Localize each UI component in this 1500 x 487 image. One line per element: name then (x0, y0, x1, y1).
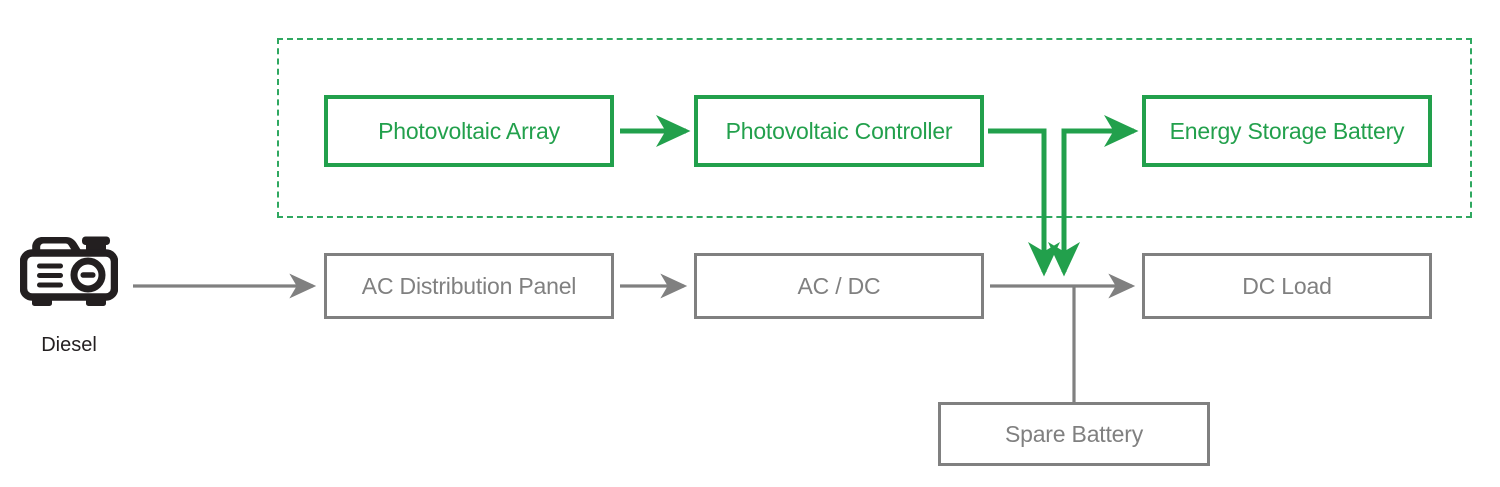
node-photovoltaic-controller[interactable]: Photovoltaic Controller (694, 95, 984, 167)
node-label: DC Load (1242, 272, 1332, 299)
diesel-generator-caption: Diesel (41, 334, 97, 356)
node-ac-distribution-panel[interactable]: AC Distribution Panel (324, 253, 614, 319)
diesel-generator-icon (19, 233, 119, 311)
node-dc-load[interactable]: DC Load (1142, 253, 1432, 319)
node-label: Spare Battery (1004, 420, 1144, 447)
node-label: Photovoltaic Controller (725, 117, 953, 144)
edge-pv-controller-to-dc-bus (988, 128, 1060, 277)
node-energy-storage-battery[interactable]: Energy Storage Battery (1142, 95, 1432, 167)
node-photovoltaic-array[interactable]: Photovoltaic Array (324, 95, 614, 167)
edge-dc-bus-to-energy-storage (1061, 115, 1139, 272)
node-label: AC Distribution Panel (361, 272, 577, 299)
node-label: Energy Storage Battery (1169, 117, 1405, 144)
node-label: Photovoltaic Array (378, 117, 560, 144)
node-label: AC / DC (797, 272, 881, 299)
node-spare-battery[interactable]: Spare Battery (938, 402, 1210, 466)
node-ac-dc-converter[interactable]: AC / DC (694, 253, 984, 319)
